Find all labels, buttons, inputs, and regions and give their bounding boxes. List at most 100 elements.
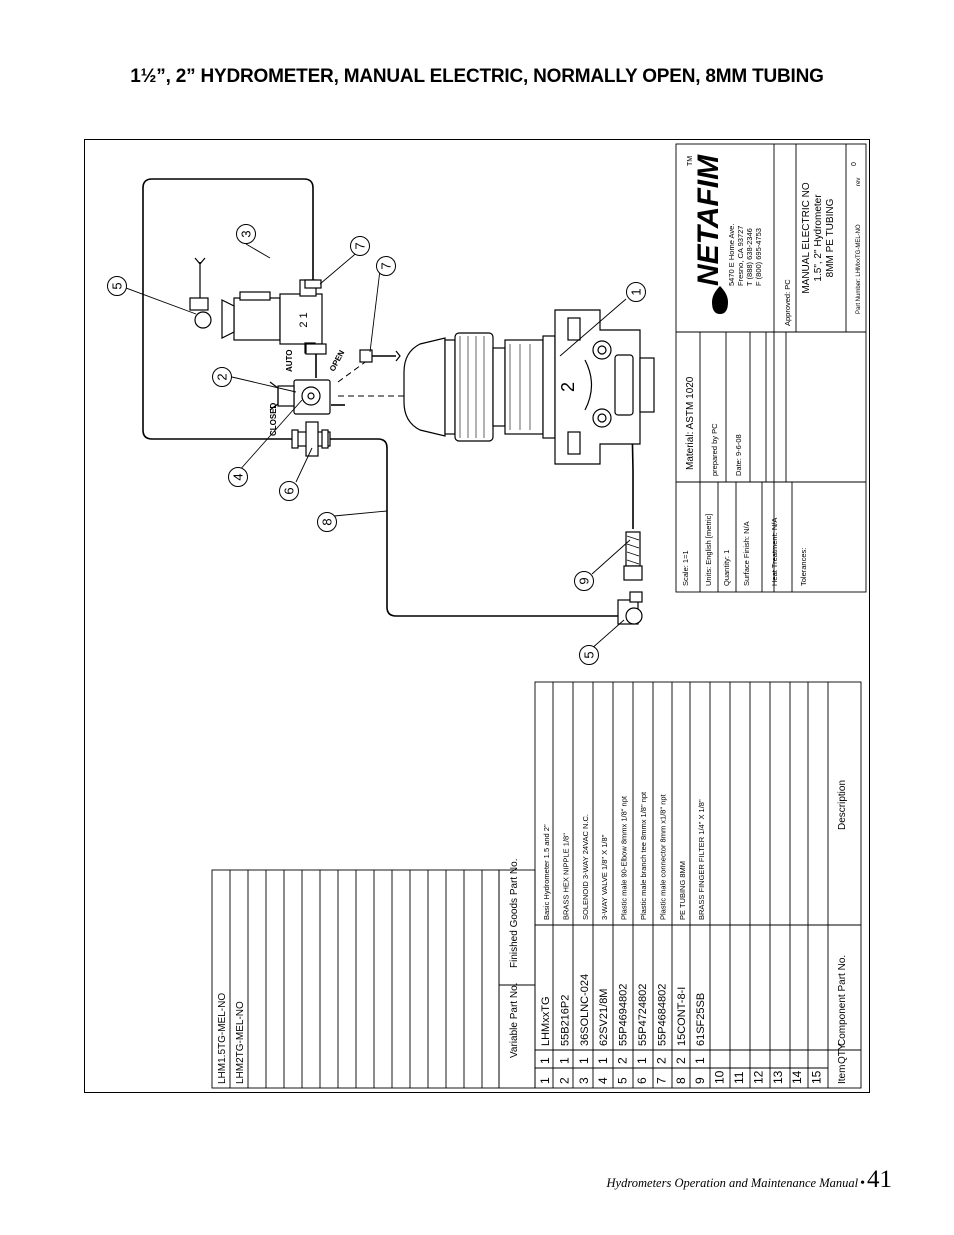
units: Units: English [metric] xyxy=(704,513,713,586)
bom-qty-7: 2 xyxy=(654,1057,668,1064)
rev-label: rev xyxy=(856,178,862,186)
bom-part-7: 55P4684802 xyxy=(656,984,668,1046)
page-number: 41 xyxy=(867,1166,892,1193)
material: Material: ASTM 1020 xyxy=(685,376,696,470)
callout-bubbles xyxy=(107,224,646,665)
title-block-fields: Material: ASTM 1020 prepared by PC Date:… xyxy=(681,376,808,586)
footer-dot: • xyxy=(860,1176,865,1191)
page-title: 1½”, 2” HYDROMETER, MANUAL ELECTRIC, NOR… xyxy=(130,66,824,87)
bom-table xyxy=(211,681,862,1089)
callout-numbers: 1 2 3 4 5 5 6 7 7 8 9 xyxy=(110,230,644,658)
bom-item-3: 3 xyxy=(577,1077,591,1084)
callouts xyxy=(125,243,631,651)
bom-item-5: 5 xyxy=(616,1077,630,1084)
bom-qty-6: 1 xyxy=(635,1057,649,1064)
open-label: OPEN xyxy=(328,348,347,372)
finger-filter xyxy=(623,531,643,581)
callout-6: 6 xyxy=(282,487,297,494)
callout-2: 2 xyxy=(215,373,230,380)
bom-desc-3: SOLENOID 3-WAY 24VAC N.C. xyxy=(581,814,590,920)
branch-tee xyxy=(291,421,331,457)
address-3: T (888) 638-2346 xyxy=(745,228,754,286)
bom-item-1: 1 xyxy=(538,1077,552,1084)
bom-item-2: 2 xyxy=(557,1077,571,1084)
callout-7a: 7 xyxy=(353,242,368,249)
variable-header: Variable Part No. xyxy=(509,983,520,1058)
bom-item-14: 14 xyxy=(790,1070,804,1084)
bom-qty-4: 1 xyxy=(596,1057,610,1064)
bom-part-5: 55P4694802 xyxy=(618,984,630,1046)
variable-part-2: LHM2TG-MEL-NO xyxy=(235,1001,246,1084)
tolerances: Tolerances: xyxy=(799,548,808,586)
bom-qty-8: 2 xyxy=(674,1057,688,1064)
callout-7b: 7 xyxy=(379,262,394,269)
bom-desc-2: BRASS HEX NIPPLE 1/8" xyxy=(561,833,570,920)
bom-item-15: 15 xyxy=(810,1070,824,1084)
rev-value: 0 xyxy=(851,162,858,166)
address-block: 5470 E Home Ave. Fresno, CA 93727 T (888… xyxy=(727,224,763,286)
drawing-frame xyxy=(84,139,870,1093)
address-2: Fresno, CA 93727 xyxy=(736,226,745,286)
bom-part-4: 62SV21/8M xyxy=(598,989,610,1046)
netafim-logo: NETAFIM xyxy=(692,154,725,286)
callout-1: 1 xyxy=(629,288,644,295)
prepared-by: prepared by PC xyxy=(710,423,719,476)
bom-part-1: LHMxxTG xyxy=(540,997,552,1047)
bom-part-9: 61SF25SB xyxy=(695,993,707,1046)
bom-part-2: 55B216P2 xyxy=(559,995,571,1046)
bom-qty-2: 1 xyxy=(557,1057,571,1064)
item-header: Item xyxy=(837,1065,848,1084)
bom-qty-9: 1 xyxy=(693,1057,707,1064)
finished-header: Finished Goods Part No. xyxy=(509,859,520,969)
desc-header: Description xyxy=(837,780,848,830)
qty-header: QTY xyxy=(837,1043,848,1064)
callout-9: 9 xyxy=(577,577,592,584)
bom-item-13: 13 xyxy=(771,1070,785,1084)
connector-fittings xyxy=(304,279,401,363)
bom-item-7: 7 xyxy=(654,1077,668,1084)
bom-desc-9: BRASS FINGER FILTER 1/4" X 1/8" xyxy=(697,799,706,920)
closed-label: CLOSED xyxy=(269,402,278,436)
bom-item-8: 8 xyxy=(674,1077,688,1084)
surface-finish: Surface Finish: N/A xyxy=(742,521,751,586)
bom-item-12: 12 xyxy=(751,1070,765,1084)
elbow-fitting xyxy=(617,591,643,625)
bom-desc-6: Plastic male branch tee 8mmx 1/8" npt xyxy=(639,791,648,920)
callout-4: 4 xyxy=(231,473,246,480)
address-4: F (800) 695-4753 xyxy=(754,228,763,286)
bom-qty-5: 2 xyxy=(616,1057,630,1064)
bom-desc-1: Basic Hydrometer 1.5 and 2" xyxy=(542,824,551,920)
part-header: Component Part No. xyxy=(837,955,848,1046)
drawing-title-1: MANUAL ELECTRIC NO xyxy=(801,182,812,294)
callout-5a: 5 xyxy=(110,282,125,289)
variable-part-1: LHM1.5TG-MEL-NO xyxy=(217,993,228,1084)
solenoid xyxy=(189,257,323,354)
bom-item-9: 9 xyxy=(693,1077,707,1084)
bom-item-11: 11 xyxy=(732,1071,746,1084)
bom-qty-3: 1 xyxy=(577,1057,591,1064)
manual-name: Hydrometers Operation and Maintenance Ma… xyxy=(606,1176,859,1190)
part-number: Part Number: LHMxxTG-MEL-NO xyxy=(856,224,862,314)
hydrometer xyxy=(403,309,655,465)
callout-3: 3 xyxy=(239,230,254,237)
trademark: TM xyxy=(687,156,694,166)
three-way-valve xyxy=(269,379,331,415)
bom-item-4: 4 xyxy=(596,1077,610,1084)
bom-desc-5: Plastic male 90-Elbow 8mmx 1/8" npt xyxy=(620,795,629,920)
drawing-title: MANUAL ELECTRIC NO 1.5", 2" Hydrometer 8… xyxy=(801,182,836,294)
date: Date: 9-6-08 xyxy=(734,434,743,476)
heat-treatment: Heat Treatment: N/A xyxy=(770,518,779,586)
bom-part-8: 15CONT-8-I xyxy=(676,987,688,1046)
bom-desc-4: 3-WAY VALVE 1/8" X 1/8" xyxy=(600,834,609,920)
callout-5b: 5 xyxy=(582,651,597,658)
quantity: Quantity: 1 xyxy=(722,550,731,586)
address-1: 5470 E Home Ave. xyxy=(727,224,736,286)
title-block xyxy=(675,143,867,593)
auto-label: AUTO xyxy=(285,349,294,372)
bom-item-10: 10 xyxy=(713,1070,727,1084)
approved-by: Approved: PC xyxy=(783,279,792,326)
bom-desc-8: PE TUBING 8MM xyxy=(678,861,687,920)
page-footer: Hydrometers Operation and Maintenance Ma… xyxy=(607,1166,892,1194)
